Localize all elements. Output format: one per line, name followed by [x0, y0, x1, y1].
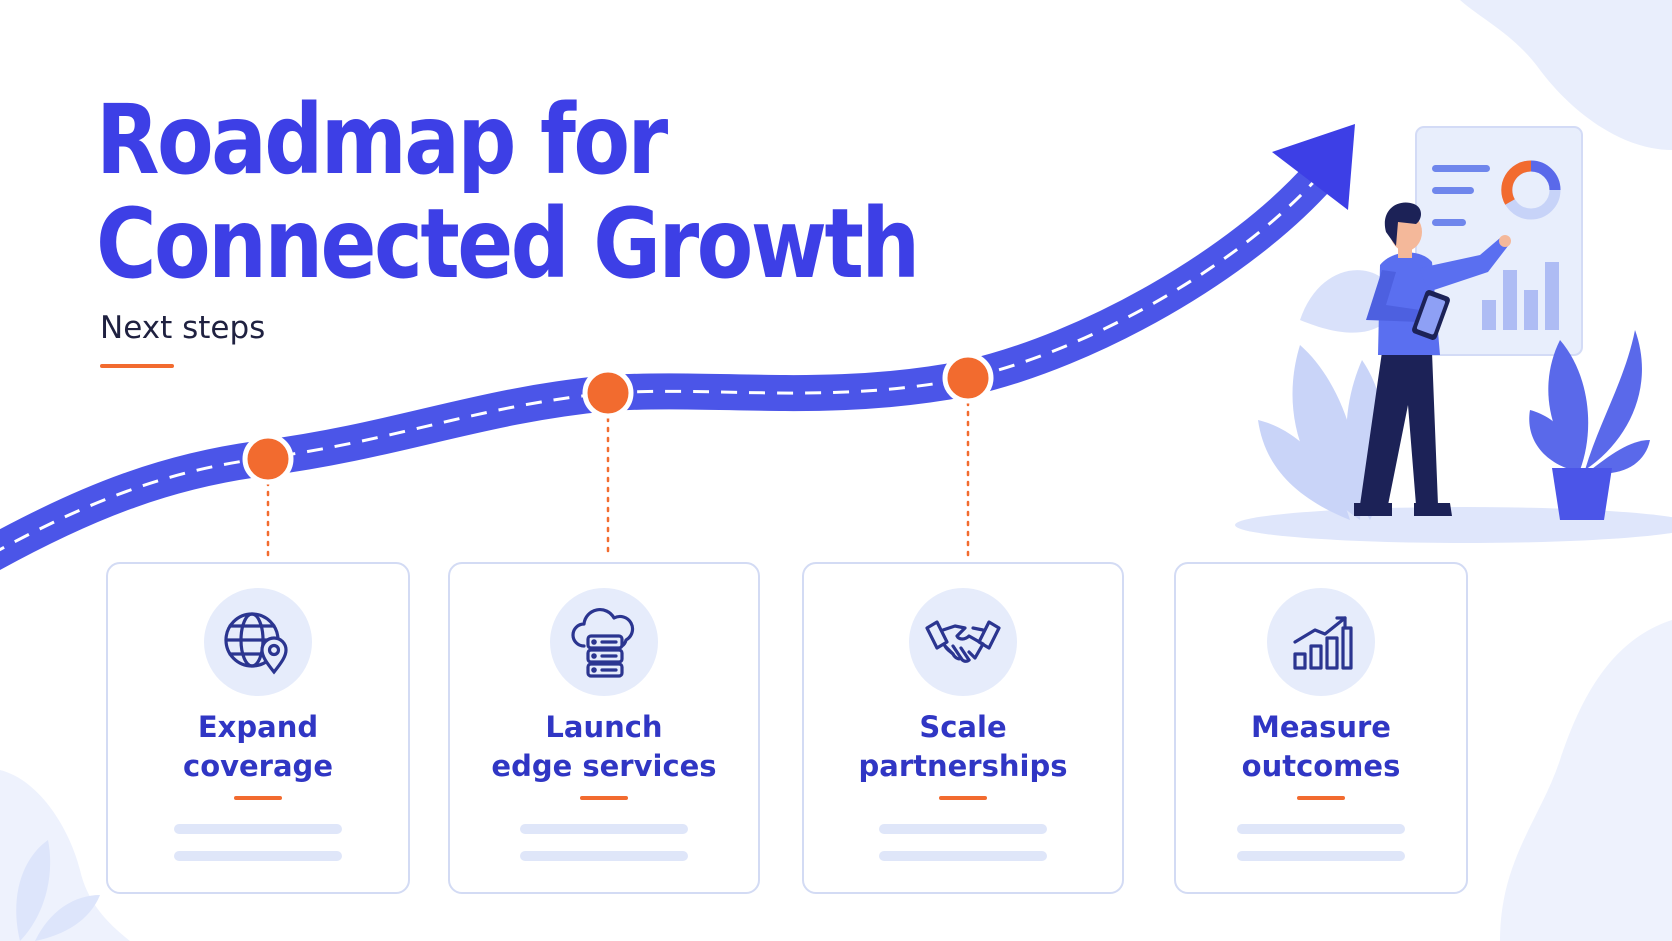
top-right-blob — [1460, 0, 1672, 150]
growth-arrow-head — [1272, 124, 1355, 210]
step-card-measure-outcomes: Measure outcomes — [1174, 562, 1468, 894]
icon-badge — [204, 588, 312, 696]
step-label: Measure outcomes — [1241, 710, 1401, 783]
handshake-icon — [925, 620, 1001, 663]
icon-badge — [1267, 588, 1375, 696]
person-legs — [1360, 352, 1438, 505]
icon-badge — [550, 588, 658, 696]
icon-badge — [909, 588, 1017, 696]
potted-plant — [1529, 330, 1650, 520]
person — [1354, 202, 1511, 516]
placeholder-line — [174, 851, 342, 861]
milestone-1 — [242, 433, 294, 485]
placeholder-line — [879, 824, 1047, 834]
dashboard-lines — [1432, 165, 1490, 226]
step-accent-rule — [580, 796, 628, 800]
donut-chart — [1501, 160, 1561, 220]
ground-shadow — [1235, 507, 1672, 543]
page-title: Roadmap for Connected Growth — [96, 84, 920, 300]
step-accent-rule — [1297, 796, 1345, 800]
bar-chart-growth-icon — [1293, 616, 1353, 670]
title-line-2: Connected Growth — [96, 188, 920, 300]
placeholder-line — [879, 851, 1047, 861]
person-hand — [1499, 235, 1511, 247]
placeholder-line — [174, 824, 342, 834]
placeholder-line — [520, 851, 688, 861]
bottom-left-leaves — [16, 840, 100, 941]
step-label: Expand coverage — [183, 710, 333, 783]
placeholder-line — [1237, 851, 1405, 861]
globe-location-icon — [224, 612, 288, 675]
subtitle-underline — [100, 364, 174, 368]
milestone-connectors — [266, 400, 970, 558]
step-accent-rule — [234, 796, 282, 800]
title-line-1: Roadmap for — [96, 84, 668, 196]
person-arm-lower — [1366, 270, 1420, 322]
milestone-3 — [942, 352, 994, 404]
step-label: Launch edge services — [491, 710, 717, 783]
cloud-server-icon — [571, 608, 635, 678]
bottom-right-blob — [1500, 620, 1672, 941]
milestones — [242, 352, 994, 485]
step-label: Scale partnerships — [858, 710, 1068, 783]
person-hair — [1384, 202, 1421, 246]
milestone-2 — [582, 367, 634, 419]
subtitle: Next steps — [100, 310, 266, 346]
step-card-launch-edge-services: Launch edge services — [448, 562, 760, 894]
plant-pot — [1552, 468, 1612, 520]
person-arm-raised — [1420, 238, 1508, 292]
step-card-scale-partnerships: Scale partnerships — [802, 562, 1124, 894]
step-card-expand-coverage: Expand coverage — [106, 562, 410, 894]
step-accent-rule — [939, 796, 987, 800]
dashboard-bars — [1482, 262, 1559, 330]
road-center-dashes — [0, 174, 1322, 552]
placeholder-line — [1237, 824, 1405, 834]
placeholder-line — [520, 824, 688, 834]
